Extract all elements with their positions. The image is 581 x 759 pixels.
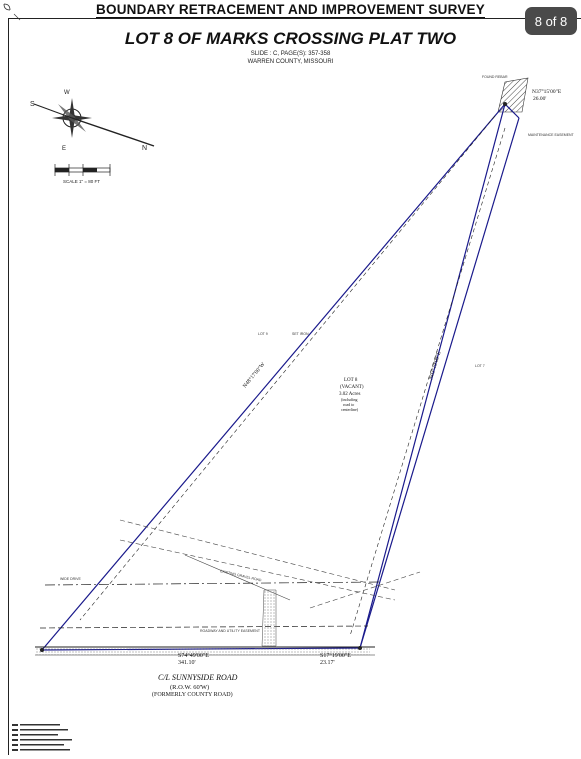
scale-bar xyxy=(54,164,111,176)
west-line-bearing: N48°17'00"W xyxy=(241,360,267,389)
east-line-bearing: N03°19'00"E xyxy=(427,350,442,381)
north-distance-label: 26.00' xyxy=(533,96,546,102)
scale-label: SCALE 1" = 80 FT xyxy=(63,179,100,184)
north-arrow-icon: S W E N xyxy=(30,90,155,152)
lot-boundary-east xyxy=(359,117,520,649)
lot-status: (VACANT) xyxy=(340,385,364,390)
corner-ornament-icon xyxy=(3,3,11,11)
adjacent-lot-west: LOT 9 xyxy=(258,332,268,336)
survey-title: BOUNDARY RETRACEMENT AND IMPROVEMENT SUR… xyxy=(96,2,485,18)
south-course-label: S74°49'00"E xyxy=(178,652,209,659)
lot-note-2: road to xyxy=(343,402,354,407)
lot-note-3: centerline) xyxy=(341,407,359,412)
existing-road-note: EXISTING GRAVEL ROAD xyxy=(220,569,262,582)
se-distance-label: 23.17' xyxy=(320,660,335,666)
set-iron-note: SET IRON xyxy=(292,332,309,336)
road-former-name: (FORMERLY COUNTY ROAD) xyxy=(152,691,233,698)
slide-reference: SLIDE : C, PAGE(S): 357-358 xyxy=(250,51,331,57)
gravel-drive xyxy=(261,589,277,647)
existing-drive-line xyxy=(119,519,396,591)
lot-area: 3.02 Acres xyxy=(339,392,360,397)
road-surface xyxy=(35,647,370,655)
easement-note: MAINTENANCE EASEMENT xyxy=(528,133,575,137)
north-course-label: N37°15'00"E xyxy=(532,88,562,95)
corner-monument-icon xyxy=(40,648,44,652)
se-course-label: S17°19'00"E xyxy=(320,652,351,659)
easement-line xyxy=(44,581,381,586)
road-row: (R.O.W. 60'W) xyxy=(170,684,209,691)
road-right-of-way-line xyxy=(39,625,369,629)
corner-ornament-icon xyxy=(13,13,21,21)
roadway-easement-note: ROADWAY AND UTILITY EASEMENT xyxy=(200,629,261,633)
found-rebar-note: FOUND REBAR xyxy=(482,75,508,79)
svg-text:E: E xyxy=(62,146,66,152)
legend xyxy=(12,724,72,751)
corner-monument-icon xyxy=(503,102,507,106)
svg-text:W: W xyxy=(64,90,70,96)
county-label: WARREN COUNTY, MISSOURI xyxy=(247,59,334,65)
page-counter-badge[interactable]: 8 of 8 xyxy=(525,7,577,35)
road-name: C/L SUNNYSIDE ROAD xyxy=(158,673,238,682)
plat-title: LOT 8 OF MARKS CROSSING PLAT TWO xyxy=(124,29,457,48)
lot-note-1: (including xyxy=(341,397,357,402)
lot-name: LOT 8 xyxy=(344,378,358,383)
building-setback-line xyxy=(79,115,496,621)
corner-monument-icon xyxy=(358,646,362,650)
lot-boundary xyxy=(40,103,506,651)
svg-text:S: S xyxy=(30,101,35,108)
adjacent-lot-east: LOT 7 xyxy=(475,364,485,368)
svg-text:N: N xyxy=(142,145,147,152)
wide-drive-note: WIDE DRIVE xyxy=(60,577,81,581)
sheet-border-left xyxy=(8,18,9,755)
sheet-border-top xyxy=(8,18,581,19)
south-distance-label: 341.10' xyxy=(178,660,196,666)
